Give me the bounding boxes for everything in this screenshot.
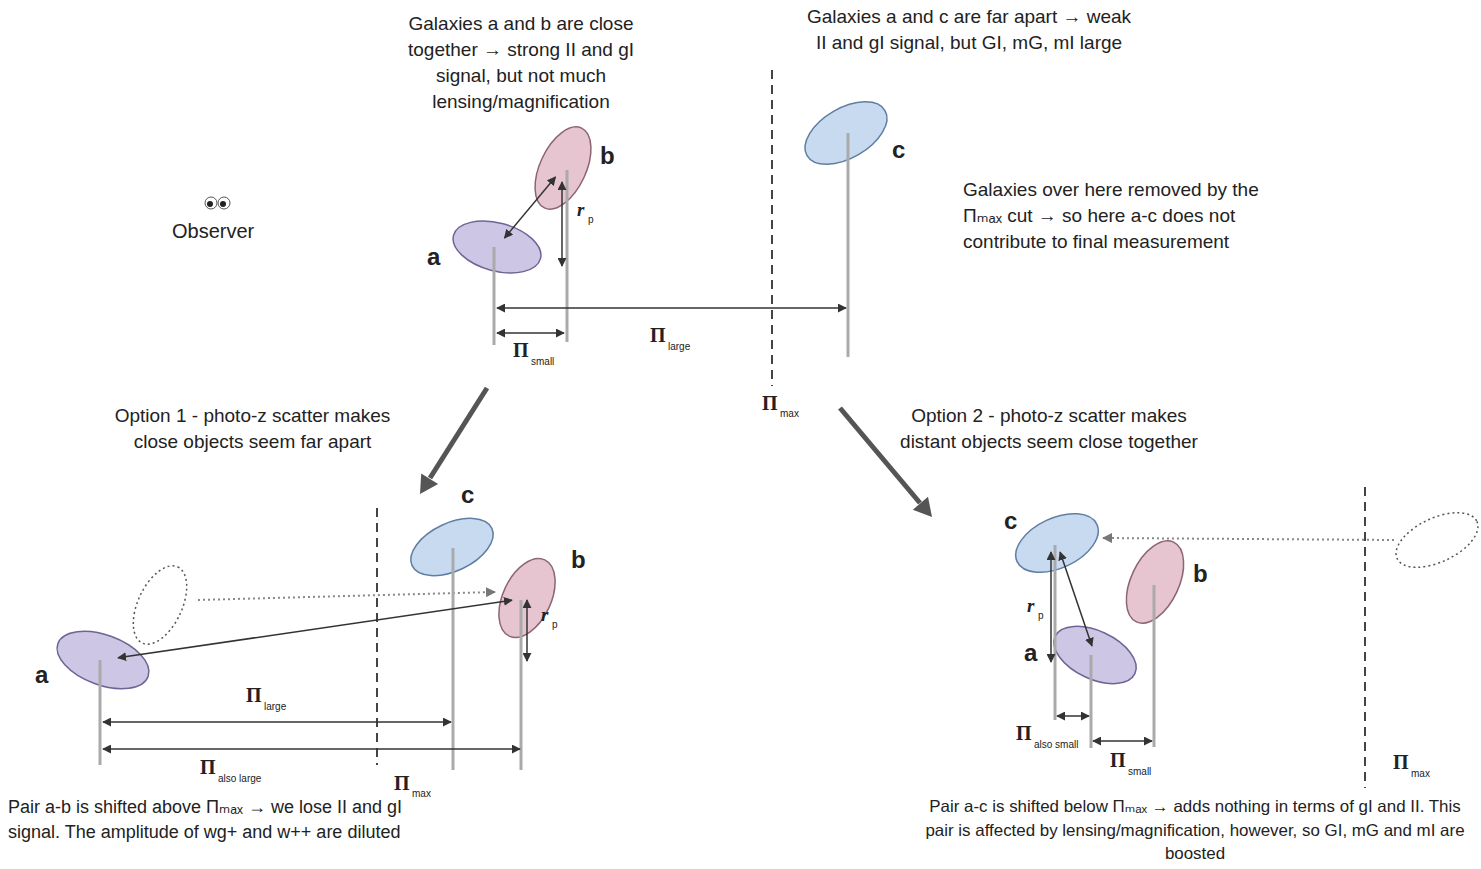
position-line [1054, 545, 1057, 720]
galaxy-label: c [461, 481, 474, 509]
note-text: Pair a-b is shifted above Πₘₐₓ → we lose… [8, 795, 433, 845]
observer-pupil [207, 201, 213, 207]
branch-arrow [430, 388, 487, 478]
separation-arrow [103, 721, 451, 723]
subscript: large [668, 341, 690, 353]
note-text: Pair a-c is shifted below Πₘₐₓ → adds no… [915, 795, 1475, 866]
subscript: small [1128, 766, 1151, 778]
separation-connector [1060, 552, 1092, 646]
galaxy-node: a [482, 238, 512, 256]
pi-max-line [771, 70, 773, 386]
galaxy-ellipse [1007, 502, 1108, 585]
position-line [1153, 585, 1156, 747]
galaxy-ellipse [524, 118, 603, 217]
galaxy-node: a [1080, 646, 1110, 664]
galaxy-label: a [427, 243, 440, 271]
branch-arrow-head [420, 474, 438, 495]
shift-arrow [198, 592, 495, 600]
pi-max-line [376, 508, 378, 765]
position-line [493, 247, 496, 345]
separation-connector [118, 600, 512, 658]
separation-arrow [497, 332, 564, 334]
separation-arrow [1057, 715, 1089, 717]
position-line [847, 133, 850, 357]
position-line [452, 548, 455, 770]
rp-symbol: r [1027, 595, 1034, 616]
subscript: p [588, 214, 594, 226]
galaxy-ellipse [49, 620, 156, 700]
galaxy-label: b [600, 142, 615, 170]
pi-symbol: Π [1393, 751, 1409, 773]
galaxy-label: a [1024, 639, 1037, 667]
branch-arrow-head [913, 497, 932, 517]
note-text: Galaxies a and b are close together → st… [381, 11, 661, 115]
galaxy-label: c [1004, 507, 1017, 535]
subscript: small [531, 356, 554, 368]
separation-arrow [497, 307, 846, 309]
position-line [1090, 655, 1093, 748]
original-position-ellipse [122, 558, 197, 653]
galaxy-label: a [35, 661, 48, 689]
pi-symbol: Π [762, 392, 778, 414]
galaxy-label: b [1193, 560, 1208, 588]
shift-arrow [1103, 538, 1394, 540]
galaxy-ellipse [447, 212, 546, 282]
galaxy-node: b [548, 159, 578, 177]
galaxy-node: c [1042, 534, 1072, 552]
subscript: large [264, 701, 286, 713]
subscript: p [552, 619, 558, 631]
pi-symbol: Π [246, 684, 262, 706]
separation-connector [505, 177, 556, 238]
rp-arrow [561, 182, 563, 266]
subscript: p [1038, 610, 1044, 622]
galaxy-label: b [571, 546, 586, 574]
pi-symbol: Π [1110, 749, 1126, 771]
observer-eye [218, 197, 230, 209]
note-text: Option 1 - photo-z scatter makes close o… [100, 403, 405, 455]
original-position-ellipse [1388, 501, 1481, 578]
galaxy-label: c [892, 136, 905, 164]
observer-label: Observer [172, 219, 254, 243]
separation-arrow [103, 748, 520, 750]
galaxy-node: b [512, 589, 542, 607]
pi-max-line [1364, 487, 1366, 788]
position-line [99, 660, 102, 765]
branch-arrow [840, 408, 920, 503]
position-line [520, 600, 523, 770]
galaxy-ellipse [1045, 615, 1145, 696]
subscript: also large [218, 773, 261, 785]
galaxy-ellipse [795, 89, 898, 177]
position-line [566, 170, 569, 342]
galaxy-node: c [831, 124, 861, 142]
subscript: max [1411, 768, 1430, 780]
observer-pupil [220, 201, 226, 207]
note-text: Galaxies a and c are far apart → weak II… [802, 4, 1136, 56]
rp-symbol: r [541, 604, 548, 625]
pi-symbol: Π [513, 339, 529, 361]
subscript: max [780, 408, 799, 420]
separation-arrow [1093, 740, 1152, 742]
note-text: Option 2 - photo-z scatter makes distant… [899, 403, 1199, 455]
pi-symbol: Π [394, 772, 410, 794]
rp-arrow [1050, 552, 1052, 662]
pi-symbol: Π [650, 324, 666, 346]
galaxy-node: c [437, 538, 467, 556]
galaxy-node: a [88, 651, 118, 669]
note-text: Galaxies over here removed by the Πₘₐₓ c… [963, 177, 1281, 255]
subscript: max [412, 788, 431, 800]
subscript: also small [1034, 739, 1078, 751]
rp-symbol: r [577, 199, 584, 220]
rp-arrow [526, 600, 528, 661]
observer-eye [205, 197, 217, 209]
galaxy-node: b [1140, 573, 1170, 591]
pi-symbol: Π [200, 756, 216, 778]
pi-symbol: Π [1016, 722, 1032, 744]
